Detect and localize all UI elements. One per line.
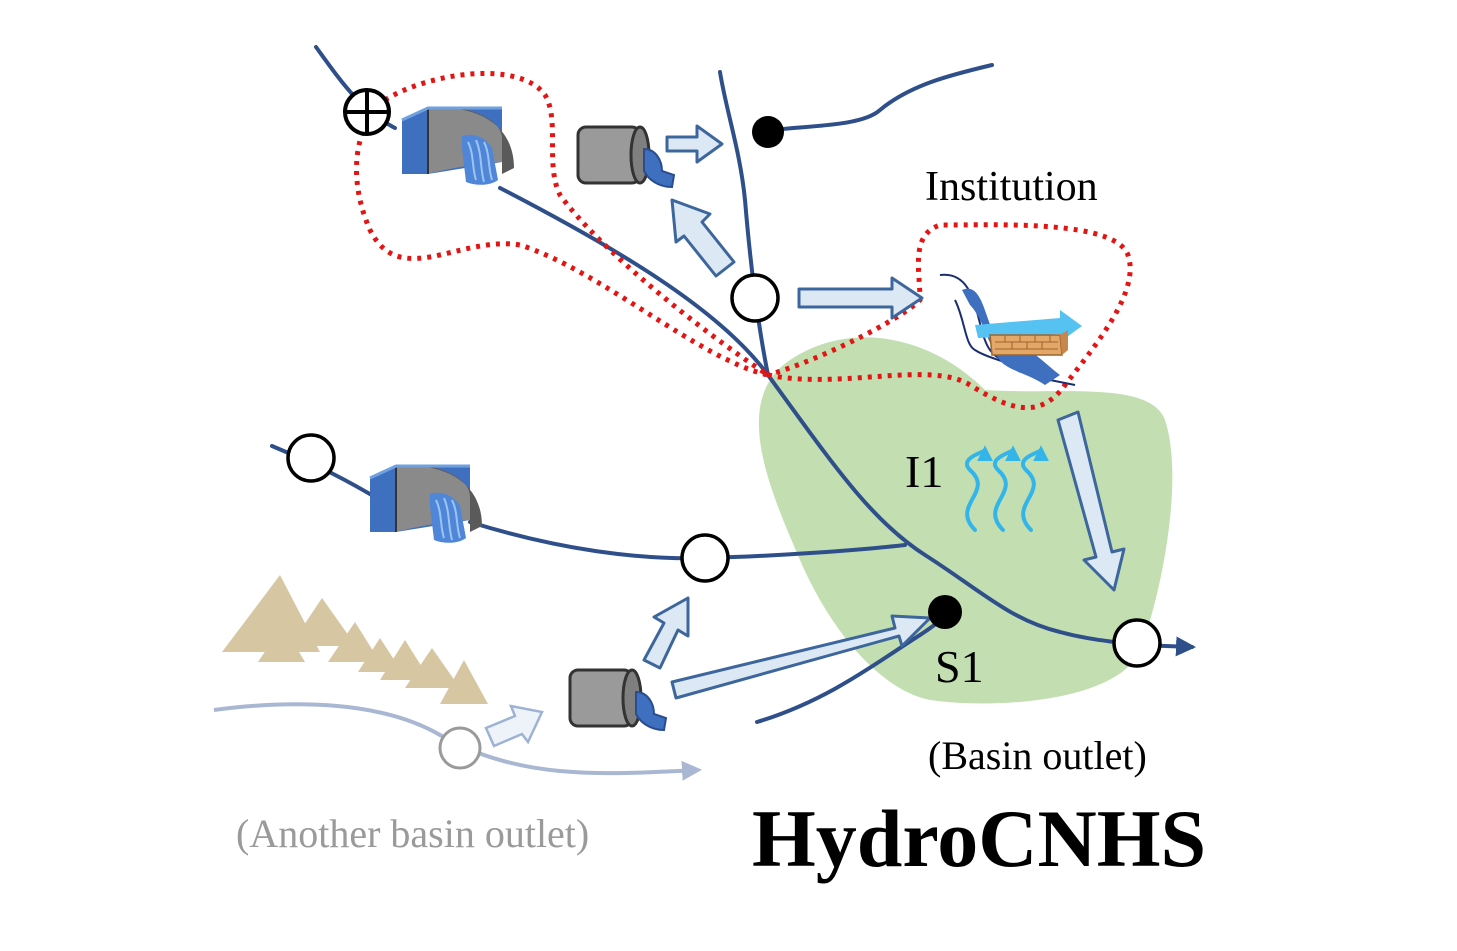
flow-arrow-pipe-to-tributary	[642, 596, 690, 670]
node-open-upper	[730, 273, 780, 323]
river-headwater-b	[718, 70, 770, 377]
basin-outlet-label: (Basin outlet)	[928, 733, 1147, 778]
node-open-mid	[680, 533, 730, 583]
runoff-icon	[965, 445, 1049, 532]
other-basin-river	[213, 702, 702, 781]
another-outlet-label: (Another basin outlet)	[236, 811, 589, 856]
node-open-west	[286, 433, 336, 483]
flow-arrow-node-to-pipe	[670, 198, 736, 278]
drainage-system-icon	[939, 273, 1082, 386]
flow-arrow-institution-to-outlet	[1056, 410, 1126, 592]
pipe-node-icon	[343, 88, 391, 136]
other-basin-transfer-arrow	[484, 704, 544, 748]
mountain-icon	[222, 575, 488, 704]
river-tributary-ne	[755, 63, 994, 134]
node-filled-top	[752, 116, 784, 148]
river-main-stem	[498, 186, 1142, 647]
diagram-title: HydroCNHS	[752, 793, 1206, 884]
flow-arrow-pipe-to-outlet	[670, 614, 932, 700]
other-basin-outlet-node	[438, 726, 482, 770]
diversion-pipe-icon	[568, 668, 668, 732]
outlet-node-label: S1	[935, 641, 984, 692]
node-open-basin-outlet	[1112, 618, 1162, 668]
institution-boundary-north	[354, 70, 770, 378]
node-filled-s1	[928, 595, 962, 629]
reservoir-icon	[400, 105, 516, 187]
flow-arrow-node-to-institution	[797, 276, 924, 320]
reservoir-icon	[368, 463, 484, 545]
flow-arrow-pipe-to-node	[665, 124, 724, 164]
institution-label: Institution	[925, 164, 1098, 210]
inflow-node-label: I1	[905, 446, 943, 497]
diversion-pipe-icon	[576, 125, 676, 189]
other-basin	[213, 702, 702, 781]
